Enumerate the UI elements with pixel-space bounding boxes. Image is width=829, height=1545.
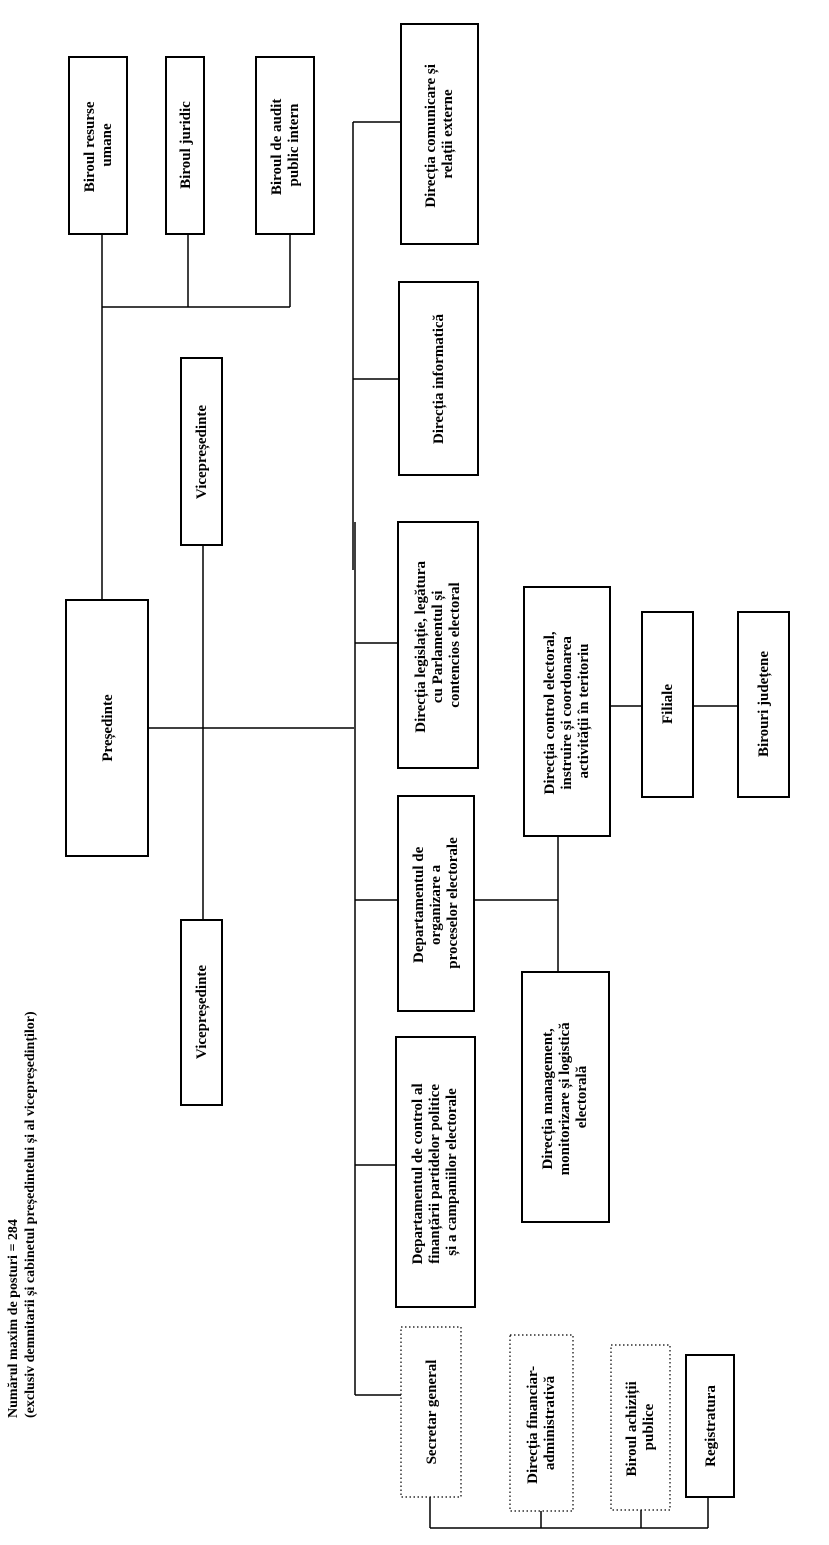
box-registratura-label: Registratura <box>703 1385 719 1467</box>
box-birou-resurse-umane-label: Biroul resurse umane <box>82 98 115 192</box>
box-filiale-label: Filiale <box>660 684 676 724</box>
box-filiale: Filiale <box>641 611 694 798</box>
box-directia-informatica-label: Direcția informatică <box>431 313 447 444</box>
box-directia-legislatie: Direcția legislație, legătura cu Parlame… <box>397 521 479 769</box>
box-directia-comunicare: Direcția comunicare și relații externe <box>400 23 479 245</box>
box-vicepresedinte-bottom-label: Vicepreședinte <box>194 965 210 1059</box>
box-birou-juridic-label: Biroul juridic <box>178 101 194 189</box>
box-directia-management: Direcția management, monitorizare și log… <box>521 971 610 1223</box>
box-birou-audit: Biroul de audit public intern <box>255 56 315 235</box>
box-directia-informatica: Direcția informatică <box>398 281 479 476</box>
box-directia-financiar-label: Direcția financiar- administrativă <box>525 1362 558 1484</box>
box-directia-management-label: Direcția management, monitorizare și log… <box>540 1019 590 1176</box>
box-departament-organizare-label: Departamentul de organizare a proceselor… <box>411 837 461 969</box>
box-presedinte-label: Președinte <box>100 694 116 762</box>
box-departament-control-label: Departamentul de control al finanțării p… <box>410 1080 460 1265</box>
box-birouri-judetene: Birouri județene <box>737 611 790 798</box>
box-vicepresedinte-top: Vicepreședinte <box>180 357 223 546</box>
box-birou-audit-label: Biroul de audit public intern <box>269 95 302 195</box>
box-birou-juridic: Biroul juridic <box>165 56 205 235</box>
box-birou-achizitii: Biroul achiziții publice <box>610 1344 671 1511</box>
box-vicepresedinte-top-label: Vicepreședinte <box>194 405 210 499</box>
posts-note-line2: (exclusiv demnitarii și cabinetul președ… <box>23 1011 38 1418</box>
box-directia-control-electoral-label: Direcția control electoral, instruire și… <box>542 628 592 795</box>
box-secretar-general: Secretar general <box>400 1326 462 1498</box>
box-presedinte: Președinte <box>65 599 149 857</box>
box-departament-control: Departamentul de control al finanțării p… <box>395 1036 476 1308</box>
box-vicepresedinte-bottom: Vicepreședinte <box>180 919 223 1106</box>
box-birouri-judetene-label: Birouri județene <box>756 651 772 757</box>
posts-note: Numărul maxim de posturi = 284 (exclusiv… <box>6 1011 38 1418</box>
connector-lines <box>101 121 738 1529</box>
box-registratura: Registratura <box>685 1354 735 1498</box>
box-directia-comunicare-label: Direcția comunicare și relații externe <box>423 60 456 207</box>
box-directia-control-electoral: Direcția control electoral, instruire și… <box>523 586 611 837</box>
box-birou-achizitii-label: Biroul achiziții publice <box>624 1378 657 1477</box>
posts-note-line1: Numărul maxim de posturi = 284 <box>6 1219 21 1418</box>
box-secretar-general-label: Secretar general <box>424 1360 440 1465</box>
box-birou-resurse-umane: Biroul resurse umane <box>68 56 128 235</box>
box-directia-legislatie-label: Direcția legislație, legătura cu Parlame… <box>413 557 463 733</box>
box-directia-financiar: Direcția financiar- administrativă <box>509 1334 574 1512</box>
box-departament-organizare: Departamentul de organizare a proceselor… <box>397 795 475 1012</box>
